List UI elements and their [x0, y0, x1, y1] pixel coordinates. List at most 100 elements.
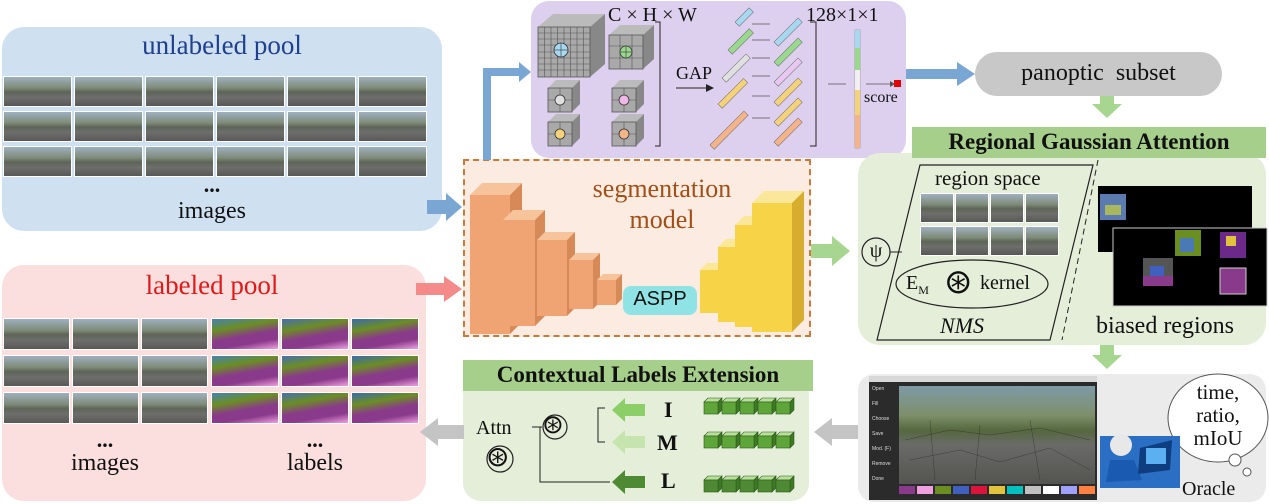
feature-cube: [775, 475, 795, 493]
annotation-tool-topbar: [869, 376, 1097, 382]
thumbnail: [3, 111, 72, 142]
aspp-label: ASPP: [633, 288, 687, 310]
thumbnail: [141, 318, 208, 350]
arrow-model-to-scoring: [483, 62, 531, 160]
feature-cube: [775, 431, 795, 449]
im-conv-symbol: ⊛: [542, 410, 564, 439]
annotation-menu-item[interactable]: Fill: [872, 401, 879, 407]
i-label: I: [664, 397, 673, 422]
feature-map-small-2: [611, 80, 644, 113]
score-vector: [854, 29, 861, 149]
feature-cube: [703, 475, 723, 493]
feature-cube: [703, 397, 723, 415]
em-label: EM: [906, 272, 929, 298]
thumbnail: [351, 392, 419, 424]
thumbnail: [216, 146, 285, 177]
thumbnail: [145, 146, 214, 177]
thumbnail: [955, 226, 989, 256]
oracle-label: Oracle: [1182, 478, 1236, 500]
rga-title-banner: [912, 127, 1266, 158]
feature-cube: [757, 397, 777, 415]
thumbnail: [281, 318, 349, 350]
thumbnail: [145, 76, 214, 107]
decoder-blocks: [700, 191, 804, 332]
thumbnail: [3, 392, 70, 424]
annotation-menu-item[interactable]: Remove: [872, 461, 891, 467]
feature-map-small-1: [547, 80, 580, 113]
thumbnail: [287, 111, 356, 142]
annotation-menu-item[interactable]: Open: [872, 386, 885, 392]
em-text: E: [906, 272, 919, 294]
annotation-menu-item[interactable]: Mod. (F): [872, 446, 891, 452]
aspp-box: [623, 286, 697, 315]
thumbnail: [3, 355, 70, 387]
arrow-cle-to-labeled: [420, 418, 464, 446]
thought-line3: mIoU: [1193, 426, 1243, 450]
arrow-scoring-to-panoptic: [906, 62, 975, 86]
labeled-labels-ellipsis: ...: [306, 427, 324, 452]
unlabeled-image-grid: [3, 76, 427, 180]
thought-cloud: [1167, 373, 1269, 477]
dims-label: C × H × W: [608, 4, 697, 26]
gap-label: GAP: [676, 63, 713, 83]
arrow-oracle-to-cle: [814, 418, 858, 446]
thumbnail: [74, 146, 143, 177]
labeled-images-ellipsis: ...: [96, 427, 114, 452]
cle-title: Contextual Labels Extension: [496, 362, 780, 387]
l-arrow: [612, 470, 645, 494]
thumbnail: [216, 76, 285, 107]
arrow-labeled-to-model: [416, 276, 462, 302]
feature-map-small-4: [611, 114, 644, 147]
encoder-blocks: [470, 183, 622, 334]
labeled-label-grid: [211, 318, 423, 438]
biased-regions-masks: [1098, 186, 1268, 307]
thumbnail: [74, 76, 143, 107]
unlabeled-ellipsis: ...: [203, 172, 221, 197]
thumbnail: [920, 226, 954, 256]
thumbnail: [281, 392, 349, 424]
thumbnail: [358, 146, 427, 177]
arrow-rga-to-oracle: [1092, 345, 1122, 369]
feature-map-big: [537, 14, 605, 78]
labeled-labels-caption: labels: [287, 450, 343, 476]
annotation-menu-item[interactable]: Choose: [872, 416, 890, 422]
arrow-unlabeled-to-model: [427, 193, 462, 221]
unlabeled-caption: images: [178, 198, 246, 224]
thumbnail: [3, 318, 70, 350]
thumbnail: [211, 318, 279, 350]
im-conv-circle: [542, 414, 568, 440]
thumbnail: [72, 392, 139, 424]
feature-map-medium: [608, 25, 654, 70]
segmentation-title-line1: segmentation: [592, 174, 732, 203]
thumbnail: [74, 111, 143, 142]
thumbnail: [287, 76, 356, 107]
annotation-menu-item[interactable]: Done: [872, 476, 884, 482]
thumbnail: [990, 226, 1024, 256]
panoptic-subset-label: panoptic subset: [1021, 60, 1176, 86]
feature-cube: [739, 475, 759, 493]
thumbnail: [3, 76, 72, 107]
region-space-grid: [920, 193, 1060, 257]
m-arrow: [612, 430, 645, 454]
m-label: M: [657, 430, 678, 455]
thumbnail: [211, 355, 279, 387]
thumbnail: [216, 111, 285, 142]
thumbnail: [1025, 193, 1059, 223]
thumbnail: [358, 111, 427, 142]
region-space-label: region space: [935, 166, 1041, 190]
i-arrow: [612, 398, 645, 422]
annotation-menu-item[interactable]: Save: [872, 431, 884, 437]
thumbnail: [72, 355, 139, 387]
rga-title: Regional Gaussian Attention: [948, 129, 1230, 154]
annotation-tool-image: [899, 386, 1095, 484]
thought-line1: time,: [1196, 380, 1240, 404]
feature-cube: [703, 431, 723, 449]
thumbnail: [141, 392, 208, 424]
annotation-tool-palette: [899, 486, 1095, 494]
thumbnail: [358, 76, 427, 107]
rga-divider: [1061, 159, 1099, 341]
panoptic-subset-box: [975, 52, 1222, 96]
